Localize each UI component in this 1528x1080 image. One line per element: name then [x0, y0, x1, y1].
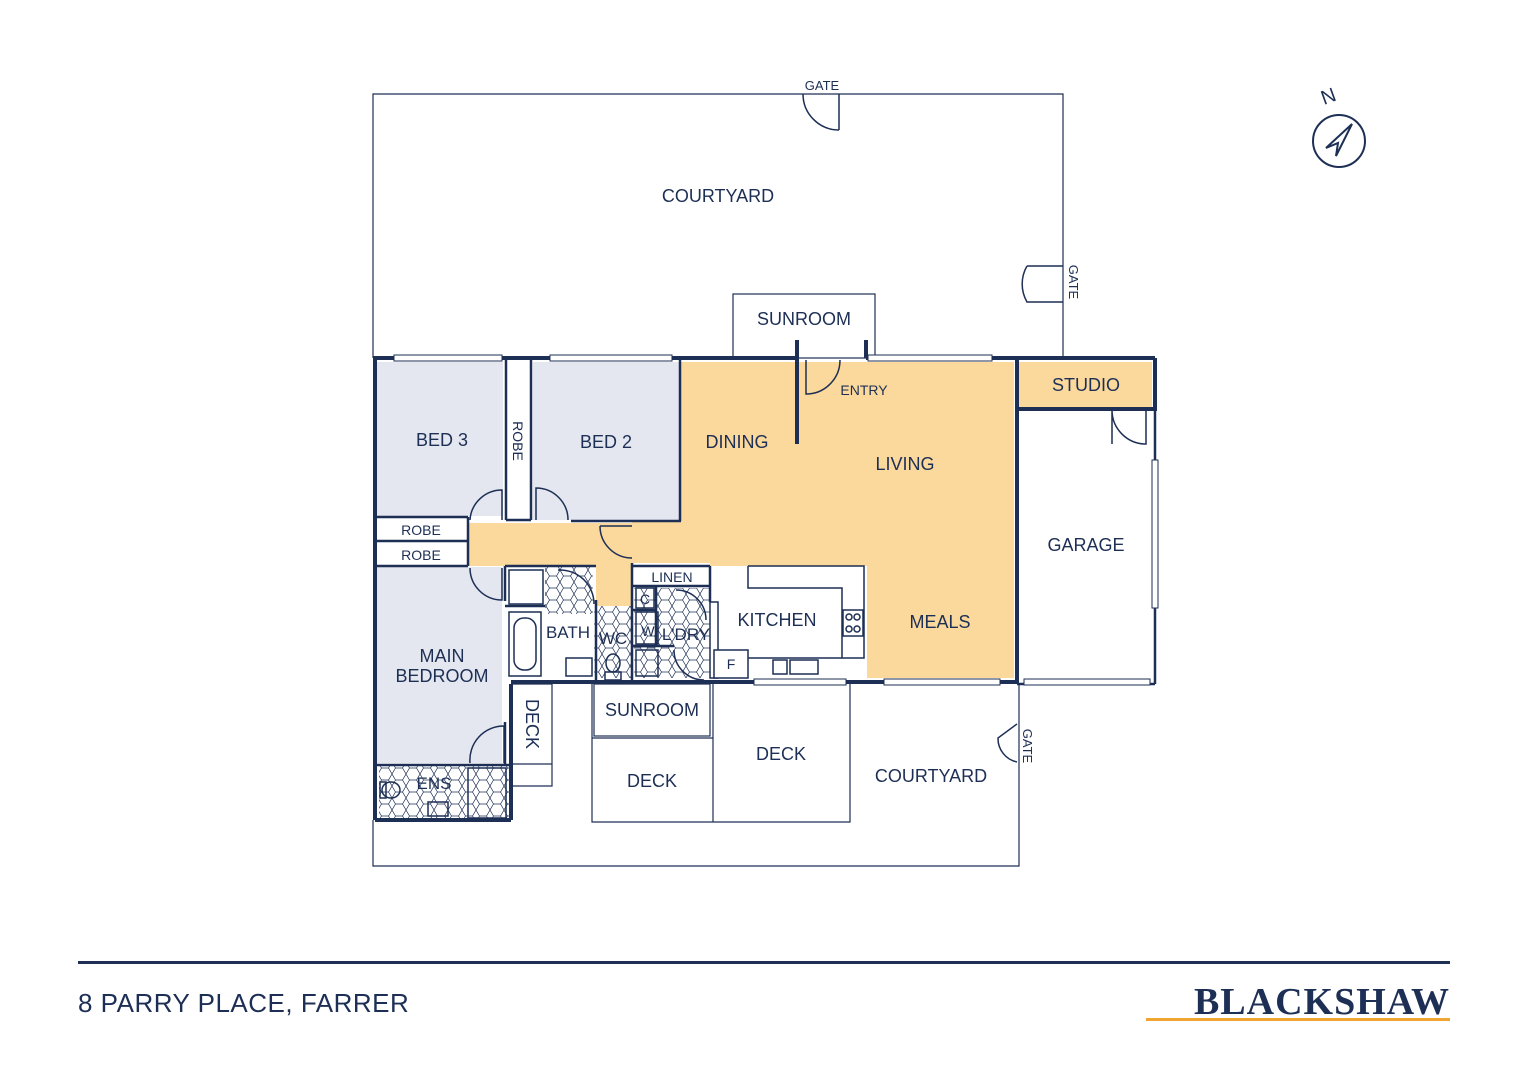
robe-2-label: ROBE [401, 547, 441, 563]
ensuite-label: ENS [417, 774, 452, 793]
laundry-label: L'DRY [662, 625, 710, 644]
bath-label: BATH [546, 623, 590, 642]
courtyard-bottom-label: COURTYARD [875, 766, 987, 786]
compass-label: N [1318, 84, 1339, 110]
fence-outline [372, 93, 1064, 867]
cupboard-label: C [640, 591, 650, 607]
wc-label: WC [599, 629, 627, 648]
kitchen-label: KITCHEN [737, 610, 816, 630]
fridge-label: F [727, 656, 736, 672]
garage-label: GARAGE [1047, 535, 1124, 555]
robe-1-label: ROBE [401, 522, 441, 538]
bed3-label: BED 3 [416, 430, 468, 450]
living-fill [632, 362, 1014, 678]
sunroom-top-label: SUNROOM [757, 309, 851, 329]
gate-bottom-label: GATE [1020, 729, 1035, 764]
linen-label: LINEN [651, 569, 692, 585]
internal-walls [377, 360, 1157, 767]
bed3-fill [377, 362, 503, 516]
kitchen-joinery [635, 565, 865, 679]
room-labels: COURTYARD GATE GATE GATE SUNROOM ENTRY S… [395, 78, 1124, 793]
north-arrow-icon [1312, 114, 1366, 168]
property-address: 8 PARRY PLACE, FARRER [78, 988, 410, 1018]
gate-top-label: GATE [805, 78, 840, 93]
deck-1-label: DECK [627, 771, 677, 791]
meals-label: MEALS [909, 612, 970, 632]
deck-2-label: DECK [756, 744, 806, 764]
studio-fill [1019, 362, 1152, 409]
bath-fixtures [379, 569, 622, 819]
gate-right-label: GATE [1066, 265, 1081, 300]
living-label: LIVING [875, 454, 934, 474]
deck-outlines [511, 683, 851, 823]
studio-label: STUDIO [1052, 375, 1120, 395]
courtyard-top-label: COURTYARD [662, 186, 774, 206]
windows [393, 354, 1159, 686]
dining-label: DINING [706, 432, 769, 452]
entry-label: ENTRY [840, 382, 888, 398]
main-bedroom-fill [377, 567, 502, 763]
bed2-fill [533, 362, 680, 520]
brand-logo: BLACKSHAW [1193, 981, 1450, 1023]
robe-vertical-label: ROBE [510, 421, 526, 461]
room-fills [377, 362, 1152, 763]
bed2-label: BED 2 [580, 432, 632, 452]
door-swings [469, 93, 1147, 764]
main-bedroom-label-2: BEDROOM [395, 666, 488, 686]
washer-label: W [641, 623, 655, 639]
wet-area-tiles [379, 566, 710, 818]
brand-underline [1146, 1018, 1450, 1021]
sunroom-bottom-label: SUNROOM [605, 700, 699, 720]
deck-vertical-label: DECK [522, 699, 542, 749]
hall-fill [468, 523, 632, 606]
main-bedroom-label-1: MAIN [420, 646, 465, 666]
footer-divider [78, 961, 1450, 964]
